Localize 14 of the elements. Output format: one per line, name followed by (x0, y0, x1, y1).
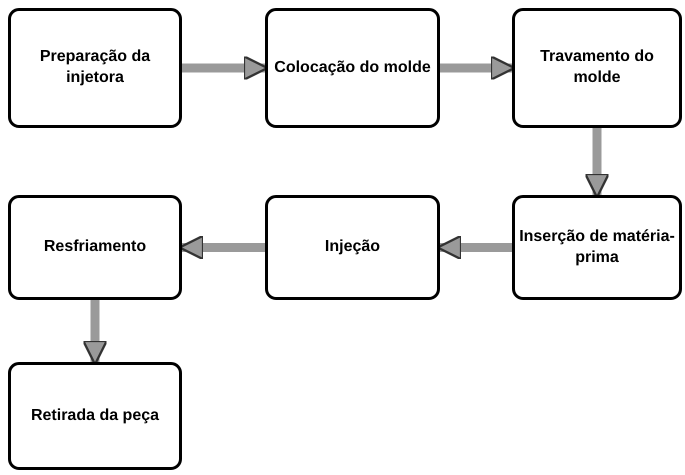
process-box (8, 195, 182, 300)
step-label: Injeção (324, 237, 380, 258)
process-box (265, 8, 440, 128)
process-box (8, 8, 182, 128)
step-label: Inserção de matéria-prima (519, 226, 675, 268)
step-label: Preparação da injetora (38, 47, 152, 88)
process-box (8, 362, 182, 470)
process-box (265, 195, 440, 300)
step-label: Retirada da peça (30, 406, 160, 426)
step-label: Colocação do molde (274, 58, 431, 78)
step-label: Resfriamento (44, 237, 146, 258)
process-box (512, 195, 682, 300)
process-box (512, 8, 682, 128)
step-label: Travamento do molde (539, 47, 655, 88)
